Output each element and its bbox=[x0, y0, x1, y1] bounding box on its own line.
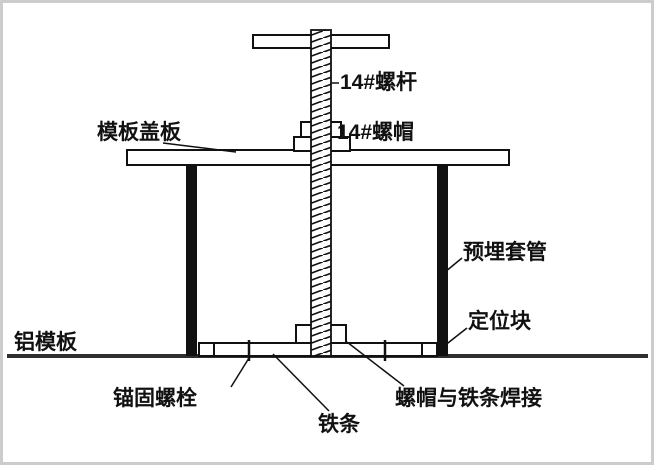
label-screw-rod: 14#螺杆 bbox=[340, 71, 417, 94]
label-cover-plate: 模板盖板 bbox=[97, 120, 182, 144]
label-aluminum-formwork: 铝模板 bbox=[14, 330, 78, 354]
label-embedded-sleeve: 预埋套管 bbox=[463, 240, 547, 264]
right-sleeve-bar bbox=[437, 165, 448, 356]
leader-cover-plate bbox=[162, 142, 237, 153]
positioning-block-left bbox=[198, 342, 215, 357]
technical-diagram: 14#螺杆 模板盖板 14#螺帽 预埋套管 定位块 铝模板 锚固螺栓 铁条 螺帽… bbox=[7, 29, 648, 436]
leader-embedded-sleeve bbox=[444, 257, 463, 273]
screw-rod bbox=[310, 29, 332, 357]
leader-positioning-block bbox=[438, 327, 468, 351]
leader-weld bbox=[346, 341, 405, 387]
label-nut: 14#螺帽 bbox=[337, 121, 414, 144]
label-weld: 螺帽与铁条焊接 bbox=[395, 386, 542, 410]
label-positioning-block: 定位块 bbox=[468, 309, 532, 333]
label-iron-bar: 铁条 bbox=[318, 412, 361, 436]
left-sleeve-bar bbox=[186, 165, 197, 356]
label-anchor-bolt: 锚固螺栓 bbox=[113, 386, 197, 410]
leader-anchor-bolt bbox=[230, 357, 250, 388]
positioning-block-right bbox=[421, 342, 438, 357]
leader-iron-bar bbox=[272, 353, 330, 412]
